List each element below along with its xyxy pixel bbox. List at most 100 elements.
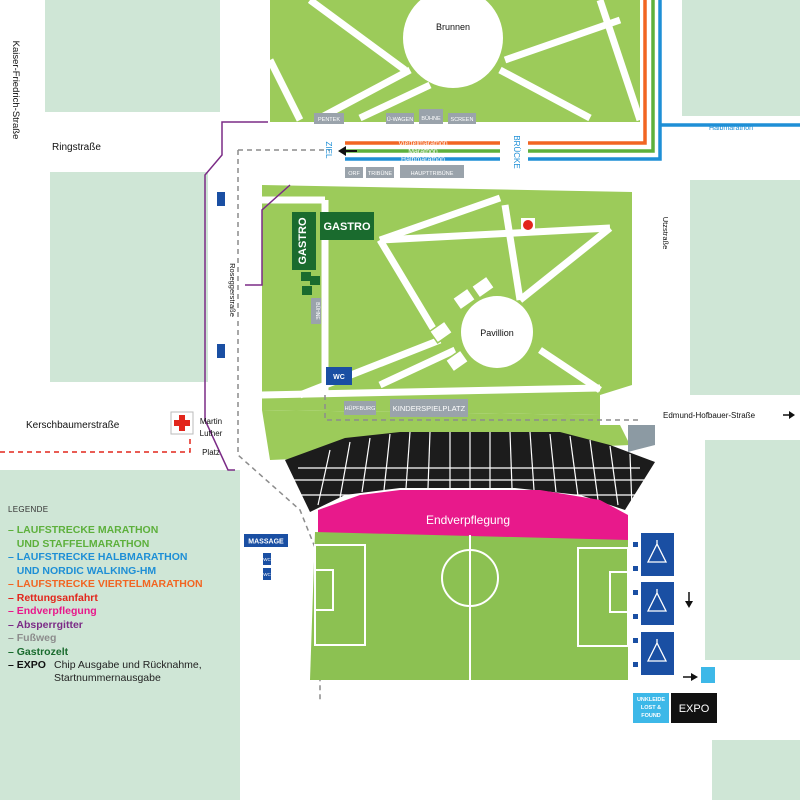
football-field [310,532,629,680]
gastro-tent-horizontal [320,212,374,240]
street-utz: Utzstraße [661,217,670,250]
legend-expo-desc-2: Startnummernausgabe [54,671,161,684]
route-marathon [345,0,655,153]
block-lower-right [705,440,800,660]
route-label-viertelmarathon: Viertelmarathon [398,141,447,148]
legend-item: – Rettungsanfahrt [8,591,98,604]
endverpflegung-zone [318,490,628,540]
umkleide-box [633,693,669,723]
huepfburg-box [344,401,376,415]
legend-item: – Endverpflegung [8,605,97,617]
umkleide-line-1: UNKLEIDE [637,697,665,703]
buehne-small [311,298,321,324]
kinderspielplatz-label: KINDERSPIELPLATZ [393,404,466,413]
cyan-marker [701,667,715,683]
route-viertelmarathon [345,0,647,145]
legend-expo-desc-1: Chip Ausgabe und Rücknahme, [54,659,202,671]
red-cross-icon [170,411,194,435]
pavillion-label: Pavillion [480,328,514,338]
tag-screen: SCREEN [451,117,474,123]
tag-pentek: PENTEK [318,117,340,123]
buehne-small-label: BÜHNE [314,302,321,320]
rettungsanfahrt [0,436,191,453]
tag-ziel: ZIEL [324,142,333,159]
route-halbmarathon [345,0,662,161]
martin-luther-line-2: Luther [200,429,223,438]
edmund-arrow-icon [783,411,795,419]
gastro-tent-vertical [292,212,316,270]
legend-item: – LAUFSTRECKE VIERTELMARATHON [8,578,203,590]
huepfburg-label: HÜPFBURG [345,405,376,412]
brunnen-fountain [403,0,503,88]
gastro-label-1: GASTRO [297,217,309,265]
kinderspielplatz-box [390,399,468,417]
legend-item: – Gastrozelt [8,645,69,658]
martin-luther-line-3: Platz [202,448,220,457]
legend-item-expo: – EXPO Chip Ausgabe und Rücknahme, Start… [8,659,240,684]
block-mid-right [690,180,800,395]
top-park [266,0,644,122]
ziel-arrow-icon [338,146,357,156]
street-kaiser-friedrich: Kaiser-Friedrich-Straße [10,41,21,140]
tag-uewagen: Ü-WAGEN [387,116,413,123]
block-top-right [682,0,800,116]
street-ring: Ringstraße [52,142,101,153]
wc-trailer [326,367,352,385]
legend: LEGENDE – LAUFSTRECKE MARATHON UND STAFF… [8,505,240,685]
down-arrow-icon [685,592,693,608]
wc-mark-2 [263,568,271,580]
toilet-marks [217,192,271,580]
street-kerschbaumer: Kerschbaumerstraße [26,420,120,431]
legend-items: – LAUFSTRECKE MARATHON UND STAFFELMARATH… [8,524,240,658]
legend-expo-key: – EXPO [8,659,46,671]
block-bottom-left [0,470,240,800]
legend-item: – Absperrgitter [8,618,83,631]
route-label-halbmarathon-right: Halbmarathon [709,125,753,132]
tag-orf: ORF [348,171,360,177]
street-rosegger: Roseggerstraße [228,263,237,317]
street-edmund: Edmund-Hofbauer-Straße [663,411,756,420]
block-mid-left [50,172,208,382]
wc-mark-1-label: WC [263,557,271,562]
route-label-halbmarathon: Halbmarathon [401,157,445,164]
legend-item: – LAUFSTRECKE HALBMARATHON [8,551,188,563]
umkleide-line-3: FOUND [641,713,661,719]
block-bottom-right [712,740,800,800]
block-top-left [45,0,220,112]
umkleide-hangers [641,533,674,675]
martin-luther-line-1: Martin [200,417,222,426]
blue-arrow-markers [633,542,638,667]
stadium-seating [285,431,655,512]
pavillion-circle [461,296,533,368]
legend-item: UND STAFFELMARATHON [8,537,150,550]
routes [345,0,800,161]
legend-item: UND NORDIC WALKING-HM [8,564,157,577]
wc-label: WC [333,374,345,381]
expo-box [671,693,717,723]
tag-tribuene: TRIBÜNE [368,170,392,177]
route-label-marathon: Marathon [408,149,438,156]
wc-mark-1 [263,553,271,565]
wc-mark-2-label: WC [263,572,271,577]
legend-title: LEGENDE [8,505,49,514]
legend-expo-desc: Chip Ausgabe und Rücknahme, Startnummern… [54,659,202,684]
expo-label: EXPO [679,703,710,715]
gray-overlay [628,425,655,452]
tag-haupttribuene: HAUPTTRIBÜNE [411,170,454,177]
gastro-label-2: GASTRO [323,221,371,233]
absperrgitter [204,121,291,471]
tag-buehne: BÜHNE [421,115,441,122]
gastro-tents: GASTRO GASTRO [292,212,374,295]
legend-item: – LAUFSTRECKE MARATHON [8,524,159,536]
top-tags [314,109,476,178]
umkleide-line-2: LOST & [641,705,661,711]
right-arrow-icon [683,673,698,681]
massage-box [244,534,288,547]
endverpflegung-label: Endverpflegung [426,513,510,527]
massage-label: MASSAGE [248,539,284,546]
legend-item: – Fußweg [8,632,57,644]
tag-bruecke: BRÜCKE [512,135,521,168]
sparkasse-icon [521,218,535,232]
